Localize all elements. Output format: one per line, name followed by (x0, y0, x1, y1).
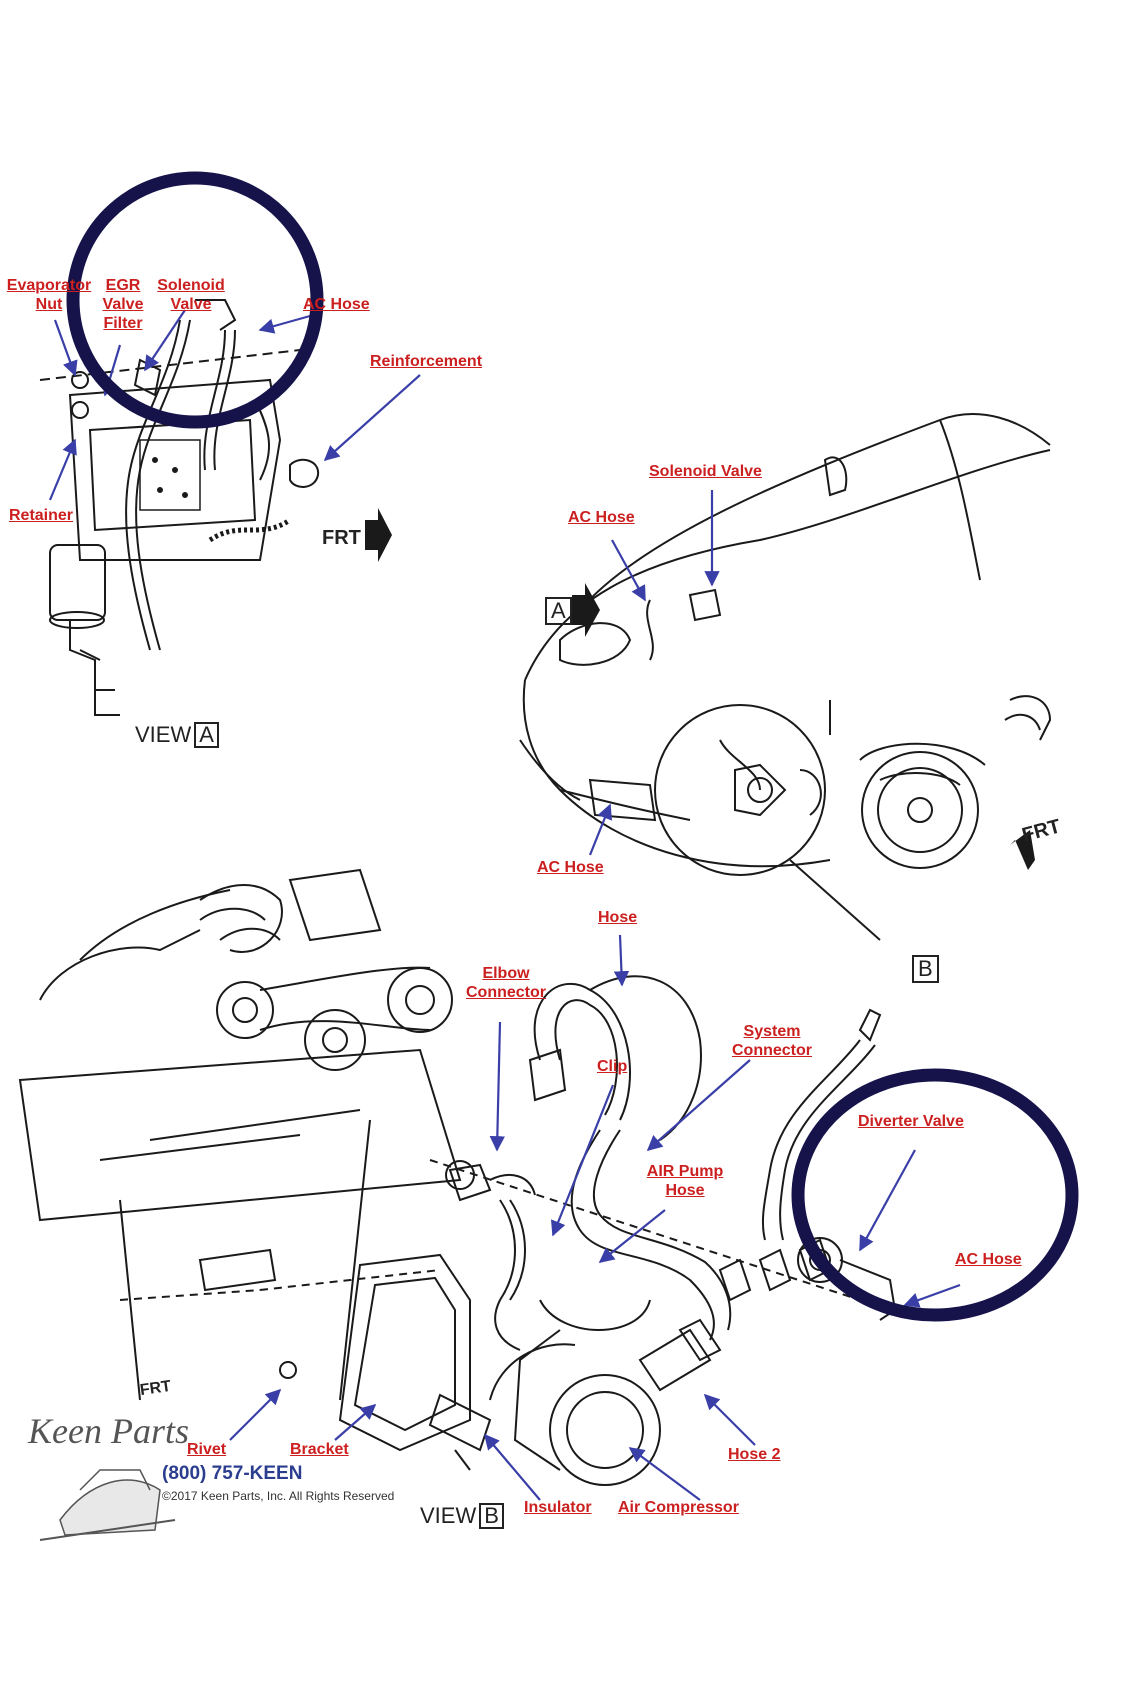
arrow-ac-hose-car-top (611, 539, 646, 602)
label-rivet: Rivet (187, 1441, 227, 1458)
copyright-notice: ©2017 Keen Parts, Inc. All Rights Reserv… (162, 1489, 395, 1503)
label-reinforcement: Reinforcement (370, 353, 483, 370)
view-b-marker: B (912, 955, 939, 983)
arrow-hose-2 (703, 1393, 756, 1446)
a-view-arrow (572, 583, 600, 637)
keen-parts-logo: Keen Parts (28, 1411, 189, 1451)
label-hose: Hose (598, 909, 638, 926)
arrow-hose (613, 934, 630, 987)
highlight-circle-top (66, 171, 324, 429)
label-solenoid-valve-a: Solenoid Valve (157, 277, 225, 313)
phone-number: (800) 757-KEEN (162, 1463, 303, 1484)
label-insulator: Insulator (524, 1499, 592, 1516)
arrow-clip (550, 1084, 615, 1237)
label-clip: Clip (597, 1058, 628, 1075)
label-egr-valve-filter: EGR Valve Filter (102, 277, 144, 332)
keen-parts-car-logo (39, 1469, 176, 1541)
leader-arrows (48, 309, 961, 1501)
arrow-air-compressor (628, 1447, 701, 1501)
label-evaporator-nut: Evaporator Nut (6, 277, 92, 313)
view-b-letter: B (479, 1503, 504, 1529)
arrow-evaporator-nut (53, 319, 78, 377)
arrow-diverter-valve (859, 1149, 916, 1252)
label-bracket: Bracket (290, 1441, 349, 1458)
label-ac-hose-car-bottom: AC Hose (537, 859, 604, 876)
label-hose-2: Hose 2 (728, 1446, 781, 1463)
label-ac-hose-car-top: AC Hose (568, 509, 635, 526)
frt-label-view-a: FRT (322, 527, 361, 549)
view-a-letter: A (194, 722, 219, 748)
label-system-connector: System Connector (732, 1023, 812, 1059)
label-solenoid-valve: Solenoid Valve (649, 463, 762, 480)
highlight-circle-diverter (791, 1068, 1079, 1322)
arrow-air-pump-hose (598, 1209, 666, 1263)
view-b-word: VIEW (420, 1503, 477, 1528)
label-air-pump-hose: AIR Pump Hose (646, 1163, 724, 1199)
arrow-retainer (48, 438, 77, 501)
label-air-compressor: Air Compressor (618, 1499, 739, 1516)
view-a-word: VIEW (135, 722, 192, 747)
arrow-ac-hose-b (903, 1283, 961, 1308)
frt-arrow-car (1010, 830, 1035, 870)
arrow-bracket (334, 1403, 377, 1441)
view-a-illustration (39, 299, 320, 716)
arrow-rivet (229, 1388, 282, 1441)
arrow-system-connector (646, 1059, 751, 1152)
arrow-ac-hose-a (258, 314, 311, 334)
frt-arrow-view-a (365, 508, 392, 562)
view-a-marker: A (545, 597, 572, 625)
arrow-insulator (484, 1433, 541, 1501)
label-ac-hose-a: AC Hose (303, 296, 370, 313)
label-ac-hose-b: AC Hose (955, 1251, 1022, 1268)
label-elbow-connector: Elbow Connector (466, 965, 546, 1001)
view-b-illustration (18, 868, 897, 1486)
label-retainer: Retainer (9, 507, 74, 524)
arrow-elbow-connector (489, 1021, 506, 1152)
arrow-ac-hose-car-bottom (588, 803, 613, 856)
arrow-solenoid-valve-a (144, 309, 186, 372)
label-diverter-valve: Diverter Valve (858, 1113, 964, 1130)
arrow-reinforcement (323, 374, 421, 462)
